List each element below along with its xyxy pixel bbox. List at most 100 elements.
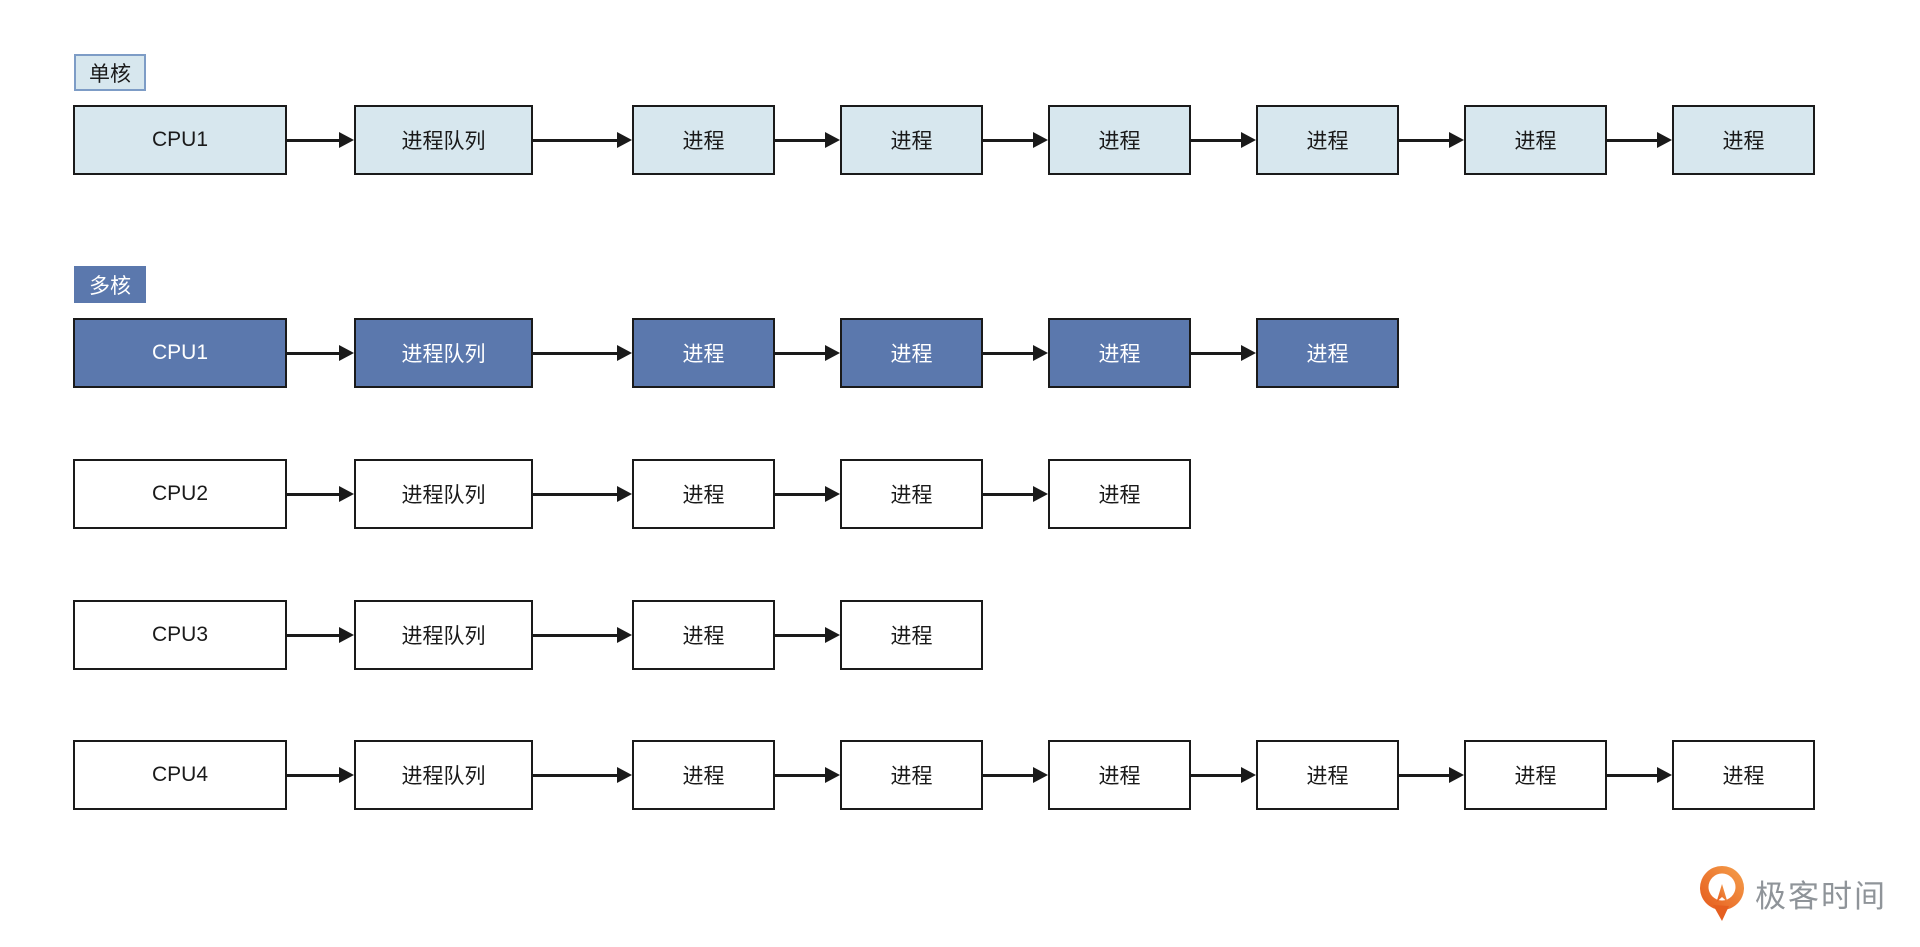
arrow-right (287, 600, 354, 670)
arrow-head (825, 767, 840, 783)
arrow-right (775, 740, 840, 810)
arrow-right (533, 740, 632, 810)
arrow-right (1399, 105, 1464, 175)
arrow-shaft (1607, 138, 1658, 142)
process-box: 进程 (1048, 459, 1191, 529)
process-box: 进程 (1464, 740, 1607, 810)
arrow-right (533, 105, 632, 175)
arrow-right (1191, 105, 1256, 175)
arrow-head (1657, 767, 1672, 783)
arrow-right (533, 600, 632, 670)
arrow-shaft (775, 773, 826, 777)
arrow-head (1033, 767, 1048, 783)
arrow-head (617, 627, 632, 643)
process-queue-box: 进程队列 (354, 105, 533, 175)
process-queue-box: 进程队列 (354, 318, 533, 388)
process-box: 进程 (632, 105, 775, 175)
arrow-shaft (533, 633, 618, 637)
cpu-box: CPU1 (73, 105, 287, 175)
arrow-head (1657, 132, 1672, 148)
arrow-right (287, 105, 354, 175)
arrow-right (1399, 740, 1464, 810)
process-box: 进程 (840, 318, 983, 388)
arrow-right (533, 318, 632, 388)
process-box: 进程 (840, 459, 983, 529)
process-box: 进程 (1048, 105, 1191, 175)
arrow-head (1033, 486, 1048, 502)
section-label-single-core: 单核 (74, 54, 146, 91)
arrow-shaft (287, 633, 340, 637)
process-box: 进程 (1672, 740, 1815, 810)
arrow-shaft (775, 492, 826, 496)
arrow-shaft (1191, 773, 1242, 777)
cpu-box: CPU2 (73, 459, 287, 529)
arrow-shaft (775, 633, 826, 637)
arrow-shaft (287, 492, 340, 496)
section-label-multi-core: 多核 (74, 266, 146, 303)
arrow-shaft (775, 351, 826, 355)
arrow-shaft (983, 138, 1034, 142)
arrow-shaft (533, 138, 618, 142)
arrow-head (339, 486, 354, 502)
arrow-head (617, 345, 632, 361)
process-box: 进程 (632, 318, 775, 388)
arrow-right (1191, 318, 1256, 388)
arrow-right (983, 459, 1048, 529)
process-box: 进程 (1256, 740, 1399, 810)
arrow-shaft (287, 351, 340, 355)
arrow-shaft (1607, 773, 1658, 777)
arrow-head (339, 627, 354, 643)
arrow-right (287, 459, 354, 529)
arrow-right (983, 105, 1048, 175)
process-queue-box: 进程队列 (354, 459, 533, 529)
arrow-head (1449, 132, 1464, 148)
arrow-right (1191, 740, 1256, 810)
arrow-head (1033, 345, 1048, 361)
arrow-head (825, 132, 840, 148)
arrow-right (1607, 740, 1672, 810)
arrow-shaft (775, 138, 826, 142)
process-box: 进程 (840, 105, 983, 175)
arrow-shaft (1191, 351, 1242, 355)
arrow-shaft (1399, 773, 1450, 777)
arrow-right (775, 318, 840, 388)
arrow-shaft (533, 492, 618, 496)
arrow-head (617, 767, 632, 783)
arrow-shaft (287, 138, 340, 142)
arrow-head (1033, 132, 1048, 148)
process-box: 进程 (840, 740, 983, 810)
process-box: 进程 (1256, 105, 1399, 175)
arrow-head (617, 132, 632, 148)
arrow-right (533, 459, 632, 529)
arrow-head (825, 486, 840, 502)
geektime-logo-text: 极客时间 (1755, 878, 1887, 914)
process-box: 进程 (632, 600, 775, 670)
process-queue-box: 进程队列 (354, 740, 533, 810)
arrow-head (1449, 767, 1464, 783)
arrow-right (983, 740, 1048, 810)
arrow-right (775, 459, 840, 529)
process-box: 进程 (1464, 105, 1607, 175)
geektime-logo-icon (1700, 866, 1744, 921)
arrow-right (983, 318, 1048, 388)
arrow-shaft (983, 773, 1034, 777)
arrow-right (1607, 105, 1672, 175)
arrow-head (825, 627, 840, 643)
process-queue-box: 进程队列 (354, 600, 533, 670)
arrow-head (339, 132, 354, 148)
process-box: 进程 (840, 600, 983, 670)
process-box: 进程 (1048, 318, 1191, 388)
arrow-shaft (1191, 138, 1242, 142)
arrow-head (825, 345, 840, 361)
arrow-shaft (533, 351, 618, 355)
process-box: 进程 (632, 459, 775, 529)
process-box: 进程 (632, 740, 775, 810)
arrow-shaft (1399, 138, 1450, 142)
process-box: 进程 (1672, 105, 1815, 175)
